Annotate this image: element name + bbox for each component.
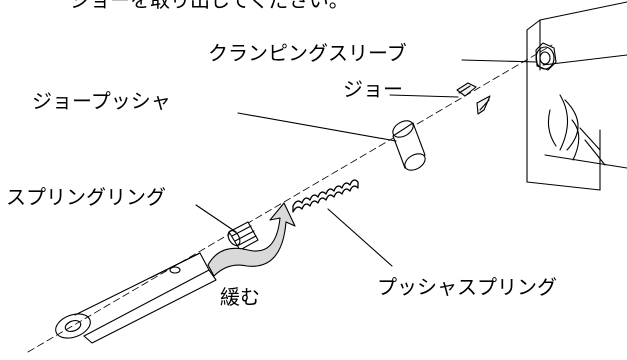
crimping-sleeve (535, 42, 557, 71)
loosen-arrow (207, 202, 296, 277)
jaw-label: ジョー (343, 77, 403, 101)
pusher-spring-label: プッシャスプリング (377, 275, 557, 299)
spring-ring (227, 221, 259, 251)
crimping-sleeve-label: クランピングスリーブ (208, 41, 407, 65)
instruction-text: ジョーを取り出してください。 (70, 0, 349, 12)
spring-ring-label: スプリングリング (6, 185, 166, 209)
leader-lines (195, 59, 538, 267)
jaws (456, 82, 491, 115)
jaw-pusher-label: ジョープッシャ (32, 89, 171, 113)
loosen-label: 緩む (220, 285, 260, 309)
tool-body (526, 1, 627, 191)
jaw-pusher (392, 120, 426, 171)
pusher-spring (292, 179, 359, 213)
ring-terminal (55, 252, 217, 344)
